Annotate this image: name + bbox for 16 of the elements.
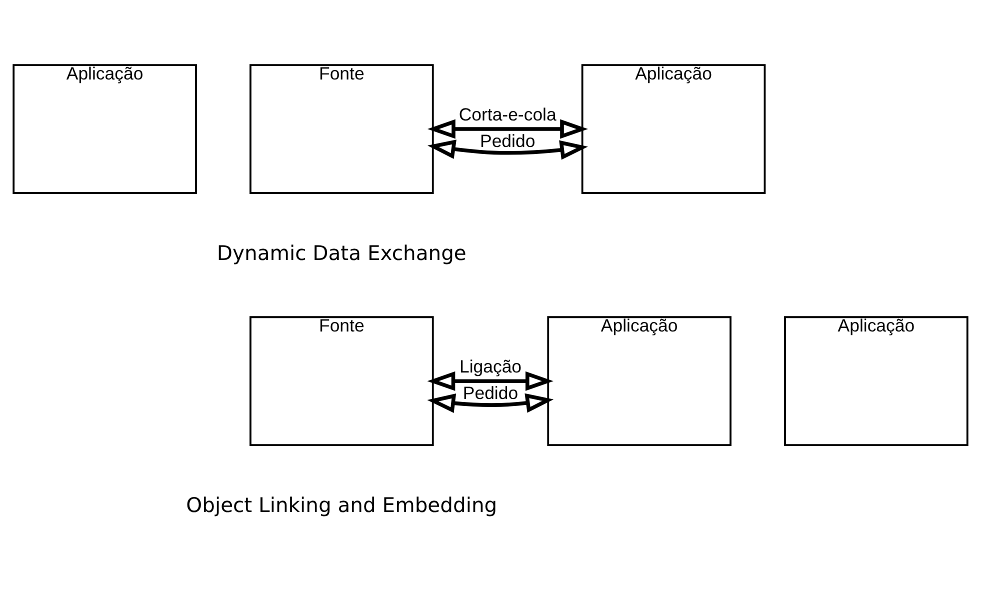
arrow [427, 140, 588, 160]
arrow [427, 371, 554, 391]
label: Object Linking and Embedding [186, 492, 498, 517]
arrow [427, 393, 554, 413]
node-box: Aplicação [581, 64, 766, 194]
node-box: Fonte [250, 64, 434, 194]
node-box: Aplicação [784, 316, 968, 446]
edge-label: Pedido [462, 383, 518, 404]
node-box: Aplicação [547, 316, 732, 446]
edge-label: Corta-e-cola [458, 104, 556, 124]
node-box: Aplicação [12, 64, 197, 194]
label: Dynamic Data Exchange [216, 240, 466, 265]
edge-label: Ligação [459, 356, 522, 376]
arrow [427, 119, 588, 139]
node-box: Fonte [250, 316, 434, 446]
edge-label: Pedido [480, 131, 536, 152]
